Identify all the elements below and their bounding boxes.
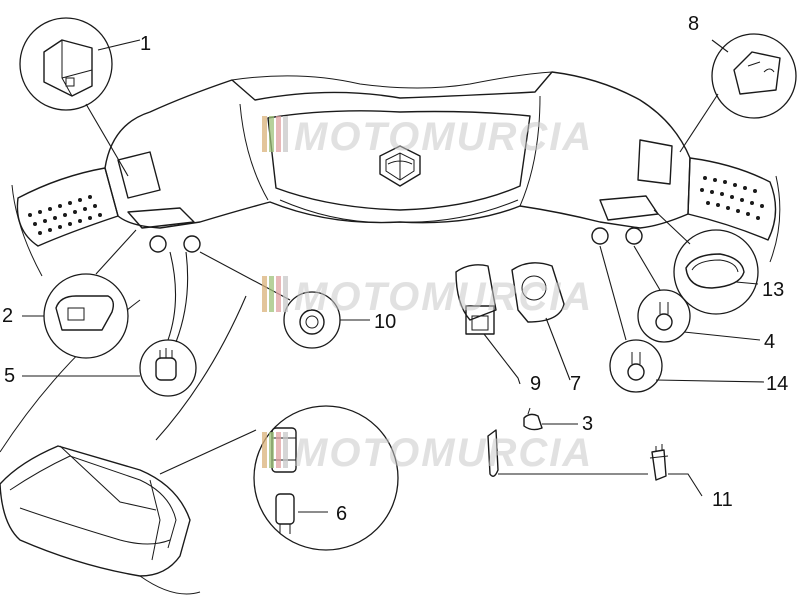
right-grip-dots — [700, 176, 764, 220]
callout-2: 2 — [2, 305, 13, 327]
callout-8: 8 — [688, 13, 699, 35]
part-1-light-switch — [19, 17, 141, 177]
part-5-bulb-socket — [22, 251, 197, 397]
watermark-layer: MOTOMURCIA MOTOMURCIA MOTOMURCIA — [262, 115, 593, 475]
watermark-stripe — [283, 116, 288, 152]
brand-emblem — [379, 145, 421, 187]
watermark-3: MOTOMURCIA — [262, 431, 593, 475]
watermark-stripe — [262, 276, 267, 312]
watermark-stripe — [283, 432, 288, 468]
callout-labels: 1 2 3 4 5 6 7 8 9 10 11 13 14 — [2, 13, 788, 525]
callout-4: 4 — [764, 331, 775, 353]
watermark-text: MOTOMURCIA — [294, 115, 593, 159]
watermark-stripe — [269, 276, 274, 312]
part-9-and-7-housings — [455, 262, 571, 385]
watermark-stripe — [276, 432, 281, 468]
watermark-2: MOTOMURCIA — [262, 275, 593, 319]
callout-9: 9 — [530, 373, 541, 395]
instrument-panel — [0, 295, 247, 595]
watermark-stripe — [262, 432, 267, 468]
part-13-lens — [653, 209, 759, 315]
part-14-bulb — [599, 245, 765, 393]
callout-6: 6 — [336, 503, 347, 525]
callout-10: 10 — [374, 311, 396, 333]
callout-7: 7 — [570, 373, 581, 395]
watermark-stripe — [262, 116, 267, 152]
part-11-wedge-bulbs — [487, 429, 703, 497]
part-2-indicator-switch — [22, 229, 137, 359]
watermark-stripe — [283, 276, 288, 312]
callout-14: 14 — [766, 373, 788, 395]
callout-3: 3 — [582, 413, 593, 435]
watermark-1: MOTOMURCIA — [262, 115, 593, 159]
callout-1: 1 — [140, 33, 151, 55]
part-3-small-bulb — [523, 407, 578, 431]
callout-5: 5 — [4, 365, 15, 387]
watermark-text: MOTOMURCIA — [294, 275, 593, 319]
watermark-text: MOTOMURCIA — [294, 431, 593, 475]
watermark-stripe — [269, 116, 274, 152]
left-grip-dots — [28, 195, 102, 235]
part-4-bulb — [633, 245, 761, 343]
part-6-bulb-pair — [159, 405, 399, 551]
callout-11: 11 — [712, 489, 733, 511]
watermark-stripe — [269, 432, 274, 468]
watermark-stripe — [276, 276, 281, 312]
part-10-bulb — [199, 251, 370, 349]
watermark-stripe — [276, 116, 281, 152]
callout-13: 13 — [762, 279, 784, 301]
part-8-switch — [679, 33, 797, 153]
